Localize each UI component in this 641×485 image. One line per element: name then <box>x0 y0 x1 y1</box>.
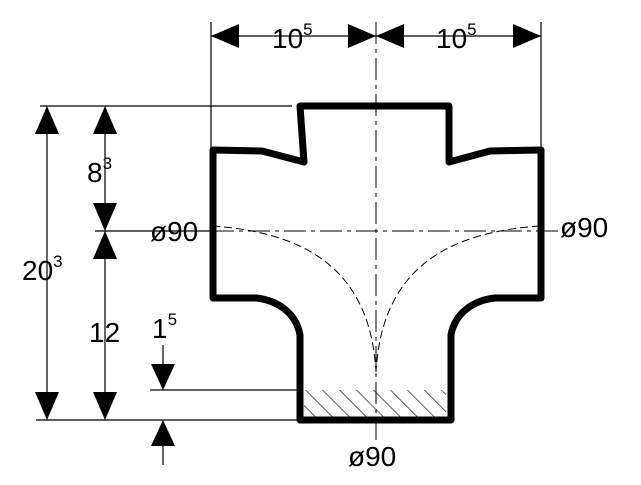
arrow-up <box>151 420 175 446</box>
dim-top-height: 83 <box>87 154 112 188</box>
arrow-right <box>348 24 376 48</box>
dim-diameter-right: ø90 <box>560 212 608 243</box>
dim-width-right: 105 <box>436 20 477 54</box>
dim-total-height: 203 <box>22 252 63 286</box>
arrow-left <box>513 24 541 48</box>
dimension-lines <box>46 35 541 465</box>
arrow-down <box>35 392 59 420</box>
socket-hatch <box>304 390 446 420</box>
dimension-labels: 105 105 203 83 12 15 ø90 ø90 ø90 <box>22 20 608 472</box>
arrow-up <box>93 231 117 259</box>
extension-lines <box>36 22 542 421</box>
arrowheads <box>35 24 541 446</box>
center-lines <box>212 22 560 440</box>
arrow-up <box>35 106 59 134</box>
dim-width-left: 105 <box>272 20 313 54</box>
dim-diameter-bottom: ø90 <box>348 441 396 472</box>
dim-socket-depth: 15 <box>152 310 177 344</box>
arrow-right <box>211 24 239 48</box>
arrow-left <box>376 24 404 48</box>
intersection-curves <box>211 225 541 373</box>
dim-diameter-left: ø90 <box>150 216 198 247</box>
arrow-up <box>93 106 117 134</box>
dim-lower-height: 12 <box>89 317 120 348</box>
fitting-outline <box>209 102 545 424</box>
arrow-down <box>151 364 175 390</box>
arrow-down <box>93 203 117 231</box>
arrow-down <box>93 392 117 420</box>
